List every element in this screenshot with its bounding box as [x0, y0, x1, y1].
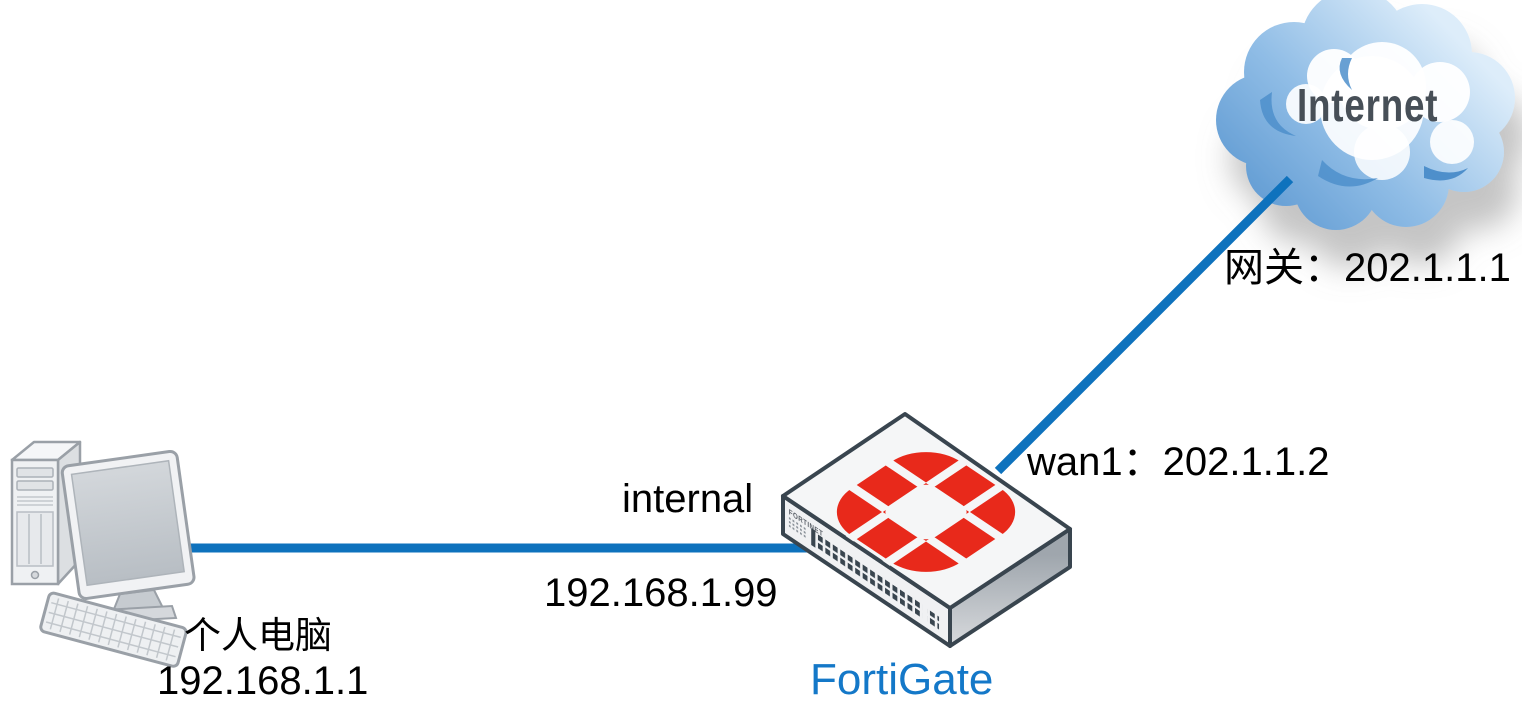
gateway-ip-label: 网关：202.1.1.1 [1224, 246, 1511, 290]
link-fortigate-internet [994, 175, 1294, 475]
pc-name-label: 个人电脑 [184, 615, 332, 656]
pc-keyboard [39, 591, 188, 668]
pc-monitor [60, 449, 196, 624]
pc-icon [10, 440, 196, 668]
fortigate-device-label: FortiGate [810, 655, 994, 704]
ethernet-ports [817, 533, 923, 619]
wan1-ip-label: wan1：202.1.1.2 [1027, 440, 1330, 484]
internet-label: Internet [1297, 79, 1439, 131]
pc-ip-label: 192.168.1.1 [157, 659, 369, 703]
internal-interface-label: internal [622, 477, 754, 521]
front-panel-bar [811, 527, 816, 548]
fortigate-device-icon: FORTINET [781, 412, 1072, 648]
internal-ip-label: 192.168.1.99 [544, 571, 778, 615]
front-panel-dots [788, 516, 808, 540]
fortinet-logo-icon [836, 452, 1016, 572]
ethernet-ports-uplink [927, 608, 940, 632]
cloud-highlights [1260, 42, 1474, 187]
